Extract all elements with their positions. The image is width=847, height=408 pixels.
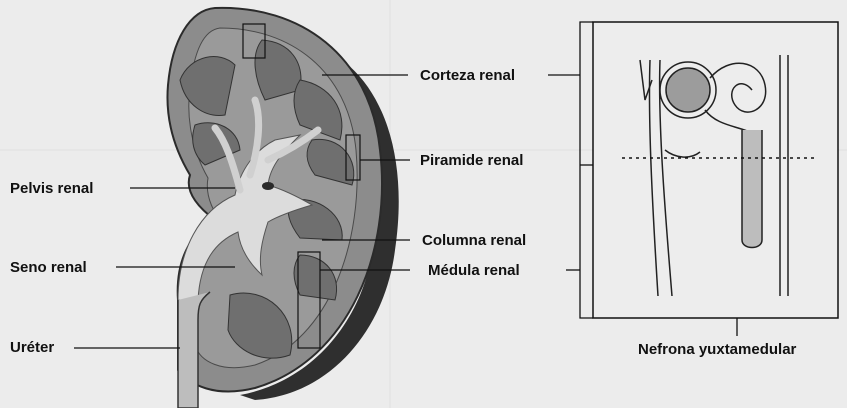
- label-corteza-renal: Corteza renal: [420, 68, 515, 83]
- label-ureter: Uréter: [10, 340, 54, 355]
- renal-sinus-hole: [262, 182, 274, 190]
- label-pelvis-renal: Pelvis renal: [10, 181, 93, 196]
- label-nefrona-yuxtamedular: Nefrona yuxtamedular: [638, 342, 796, 357]
- label-medula-renal: Médula renal: [428, 263, 520, 278]
- panel-bracket: [580, 22, 593, 318]
- loop-of-henle: [742, 130, 762, 248]
- label-columna-renal: Columna renal: [422, 233, 526, 248]
- label-piramide-renal: Piramide renal: [420, 153, 523, 168]
- label-seno-renal: Seno renal: [10, 260, 87, 275]
- glomerulus: [666, 68, 710, 112]
- nephron-panel: [593, 22, 838, 318]
